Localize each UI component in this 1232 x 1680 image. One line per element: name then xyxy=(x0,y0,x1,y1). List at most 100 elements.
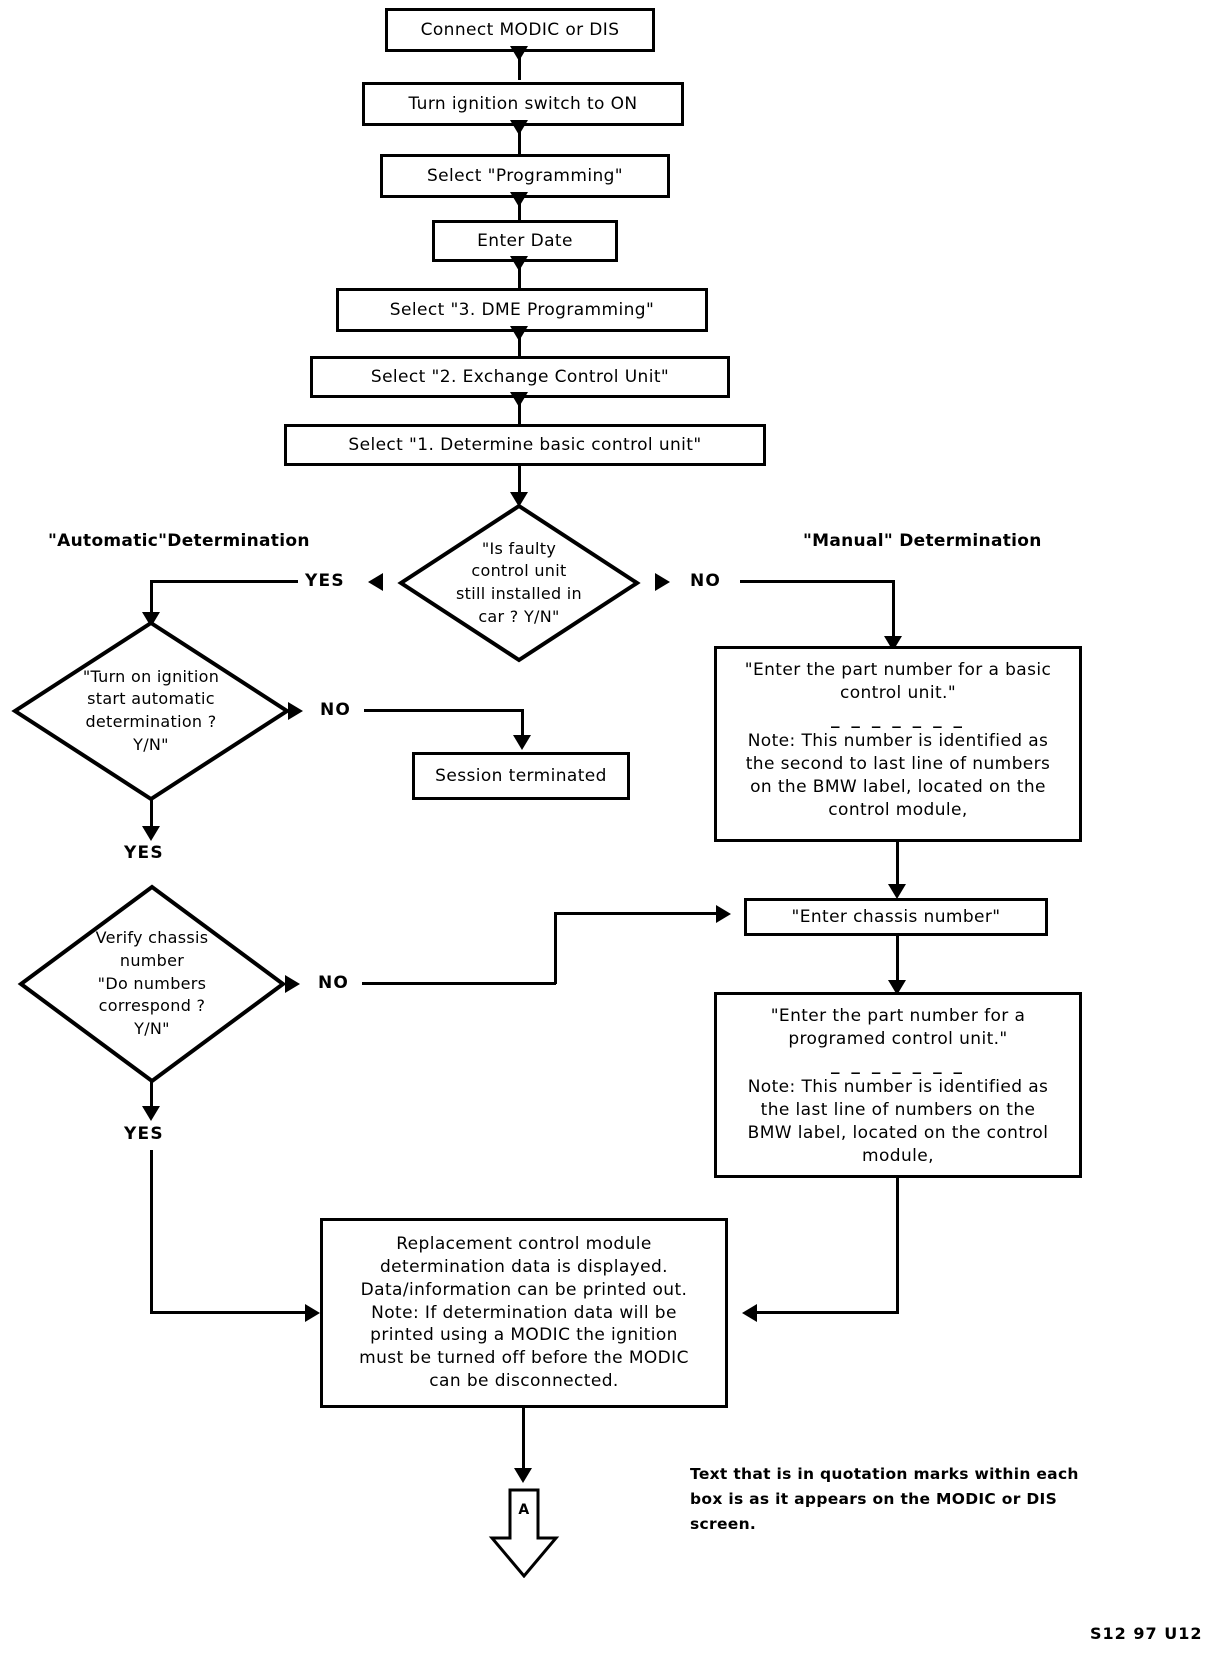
arrow-right-icon xyxy=(655,573,670,591)
box-note-line: the second to last line of numbers xyxy=(745,753,1051,774)
box-note-line: the last line of numbers on the xyxy=(760,1099,1036,1120)
connector-line xyxy=(518,332,521,356)
dashed-separator: _ _ _ _ _ _ _ xyxy=(830,708,965,729)
box-line: can be disconnected. xyxy=(429,1371,619,1392)
decision-verify-chassis-number: Verify chassis number "Do numbers corres… xyxy=(17,884,287,1084)
branch-label-yes-ignition: YES xyxy=(124,843,164,863)
connector-line xyxy=(518,198,521,220)
process-box-enter-chassis-number: "Enter chassis number" xyxy=(744,898,1048,936)
branch-label-no-ignition: NO xyxy=(320,700,352,720)
branch-label-yes-verify: YES xyxy=(124,1124,164,1144)
connector-line xyxy=(150,1311,308,1314)
arrow-down-icon xyxy=(514,1468,532,1483)
process-box-enter-chassis-number-label: "Enter chassis number" xyxy=(791,906,1001,927)
arrow-right-icon xyxy=(288,702,303,720)
connector-line xyxy=(896,936,899,986)
box-line: printed using a MODIC the ignition xyxy=(370,1325,678,1346)
branch-label-yes-faulty: YES xyxy=(305,571,345,591)
box-note-line: control module, xyxy=(828,799,968,820)
process-box-connect: Connect MODIC or DIS xyxy=(385,8,655,52)
branch-label-no-faulty: NO xyxy=(690,571,722,591)
box-line: programed control unit." xyxy=(788,1028,1008,1049)
box-line: Replacement control module xyxy=(396,1233,652,1254)
process-box-basic-part-number: "Enter the part number for a basic contr… xyxy=(714,646,1082,842)
diamond-shape xyxy=(397,503,641,663)
arrow-right-icon xyxy=(305,1304,320,1322)
terminal-box-session-terminated-label: Session terminated xyxy=(435,765,607,786)
arrow-down-icon xyxy=(510,326,528,341)
arrow-down-icon xyxy=(510,256,528,271)
box-line: control unit." xyxy=(839,682,957,703)
connector-line xyxy=(521,709,524,741)
process-box-connect-label: Connect MODIC or DIS xyxy=(420,19,620,40)
section-label-automatic: "Automatic"Determination xyxy=(48,531,310,551)
connector-line xyxy=(364,709,524,712)
connector-line xyxy=(518,398,521,424)
box-line: determination data is displayed. xyxy=(379,1256,668,1277)
arrow-left-icon xyxy=(742,1304,757,1322)
connector-line xyxy=(554,912,722,915)
decision-turn-on-ignition: "Turn on ignition start automatic determ… xyxy=(11,620,291,802)
process-box-determine-basic-control-unit-label: Select "1. Determine basic control unit" xyxy=(348,434,702,455)
box-note-line: on the BMW label, located on the xyxy=(750,776,1046,797)
box-note-line: Note: This number is identified as xyxy=(747,730,1049,751)
connector-line xyxy=(518,262,521,288)
terminal-box-session-terminated: Session terminated xyxy=(412,752,630,800)
arrow-right-icon xyxy=(716,905,731,923)
process-box-programming-label: Select "Programming" xyxy=(426,165,624,186)
arrow-down-icon xyxy=(510,392,528,407)
connector-line xyxy=(150,1150,153,1314)
section-label-manual: "Manual" Determination xyxy=(803,531,1042,551)
down-arrow-shape-icon xyxy=(488,1488,560,1579)
connector-line xyxy=(896,1178,899,1314)
process-box-programed-part-number: "Enter the part number for a programed c… xyxy=(714,992,1082,1178)
box-line: Note: If determination data will be xyxy=(371,1302,677,1323)
box-line: must be turned off before the MODIC xyxy=(359,1348,689,1369)
legend-line: screen. xyxy=(690,1514,757,1533)
arrow-down-icon xyxy=(513,735,531,750)
connector-line xyxy=(554,912,557,984)
arrow-down-icon xyxy=(510,192,528,207)
arrow-down-icon xyxy=(510,46,528,61)
box-line: "Enter the part number for a xyxy=(770,1006,1026,1026)
arrow-down-icon xyxy=(142,612,160,627)
connector-line xyxy=(740,580,895,583)
diamond-shape xyxy=(11,620,291,802)
offpage-connector-a-label: A xyxy=(518,1502,530,1518)
connector-line xyxy=(518,466,521,498)
process-box-determine-basic-control-unit: Select "1. Determine basic control unit" xyxy=(284,424,766,466)
arrow-down-icon xyxy=(142,826,160,841)
diamond-shape xyxy=(17,884,287,1084)
connector-line xyxy=(896,842,899,890)
legend-note: Text that is in quotation marks within e… xyxy=(690,1462,1079,1536)
box-note-line: module, xyxy=(862,1145,934,1166)
dashed-separator: _ _ _ _ _ _ _ xyxy=(830,1054,965,1075)
legend-line: box is as it appears on the MODIC or DIS xyxy=(690,1489,1058,1508)
offpage-connector-a: A xyxy=(488,1488,560,1579)
process-box-dme-programming: Select "3. DME Programming" xyxy=(336,288,708,332)
process-box-exchange-control-unit: Select "2. Exchange Control Unit" xyxy=(310,356,730,398)
arrow-down-icon xyxy=(510,492,528,507)
connector-line xyxy=(518,126,521,154)
box-note-line: Note: This number is identified as xyxy=(747,1076,1049,1097)
arrow-left-icon xyxy=(368,573,383,591)
connector-line xyxy=(892,580,895,642)
process-box-exchange-control-unit-label: Select "2. Exchange Control Unit" xyxy=(370,366,670,387)
arrow-down-icon xyxy=(888,884,906,899)
connector-line xyxy=(150,1082,153,1116)
connector-line xyxy=(150,800,153,836)
arrow-down-icon xyxy=(142,1106,160,1121)
connector-line xyxy=(150,580,153,618)
arrow-down-icon xyxy=(888,980,906,995)
branch-label-no-verify: NO xyxy=(318,973,350,993)
legend-line: Text that is in quotation marks within e… xyxy=(690,1465,1079,1483)
process-box-dme-programming-label: Select "3. DME Programming" xyxy=(389,299,655,320)
process-box-replacement-result: Replacement control module determination… xyxy=(320,1218,728,1408)
box-line: "Enter the part number for a basic xyxy=(744,660,1052,680)
footer-document-code: S12 97 U12 xyxy=(1090,1624,1203,1643)
connector-line xyxy=(522,1408,525,1478)
process-box-ignition-on-label: Turn ignition switch to ON xyxy=(408,93,638,114)
arrow-right-icon xyxy=(285,975,300,993)
connector-line xyxy=(150,580,298,583)
